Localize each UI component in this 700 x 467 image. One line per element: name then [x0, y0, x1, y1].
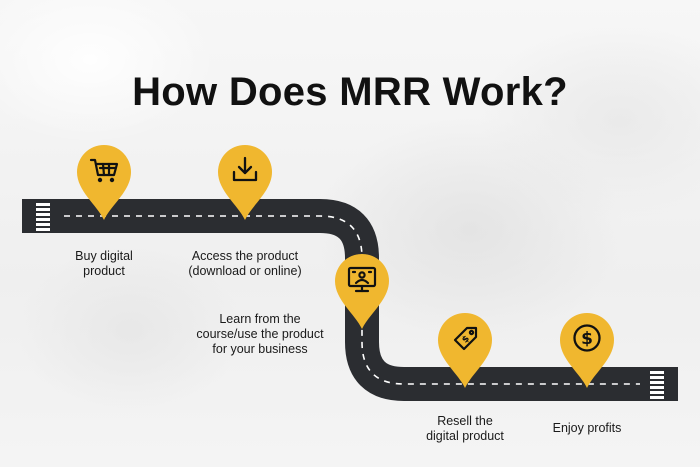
dollar-coin-icon: $: [573, 324, 601, 352]
step-1-label: Buy digital product: [75, 249, 133, 278]
step-1-pin: [75, 143, 133, 221]
shopping-cart-icon: [89, 158, 119, 183]
step-5-pin: $: [558, 311, 616, 389]
step-2-pin: [216, 143, 274, 221]
step-4-label: Resell the digital product: [426, 414, 504, 443]
download-icon: [232, 156, 258, 182]
step-3-label: Learn from the course/use the product fo…: [196, 312, 324, 356]
page-title: How Does MRR Work?: [132, 70, 568, 114]
end-crosswalk: [650, 371, 664, 399]
svg-text:$: $: [581, 329, 593, 349]
step-4-pin: $: [436, 311, 494, 389]
price-tag-icon: $: [453, 326, 478, 351]
map-pin-icon: [218, 145, 272, 220]
map-pin-icon: [438, 313, 492, 388]
start-crosswalk: [36, 203, 50, 231]
monitor-person-icon: [347, 266, 377, 293]
step-5-label: Enjoy profits: [552, 421, 622, 435]
step-2-label: Access the product (download or online): [188, 249, 302, 278]
svg-text:$: $: [460, 334, 472, 346]
step-3-pin: [333, 252, 391, 330]
